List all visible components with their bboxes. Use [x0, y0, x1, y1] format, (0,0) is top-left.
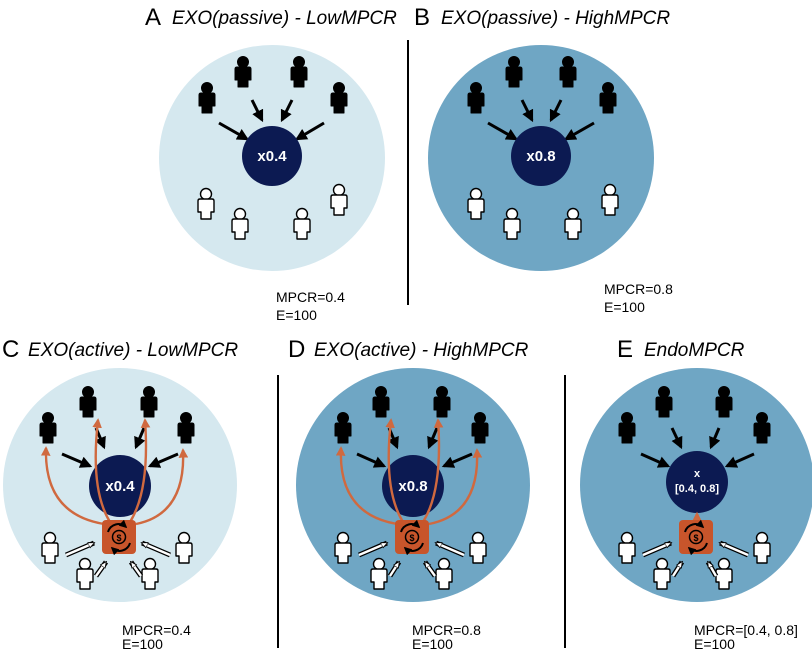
institution-box: $ — [102, 519, 136, 556]
panel-c-mpcr: MPCR=0.4 — [122, 622, 191, 638]
noncontributor-icon — [330, 183, 348, 216]
noncontributor-icon — [715, 557, 733, 590]
panel-a-letter: A — [145, 4, 161, 31]
panel-d: D EXO(active) - HighMPCR x0.8 $ — [288, 336, 530, 651]
svg-text:$: $ — [116, 533, 121, 543]
panel-e-letter: E — [617, 336, 633, 363]
panel-d-letter: D — [288, 336, 305, 363]
noncontributor-icon — [469, 531, 487, 564]
panel-e-e: E=100 — [694, 636, 735, 651]
panel-e: E EndoMPCR x [0.4, 0.8] $ — [580, 336, 812, 651]
panel-c: C EXO(active) - LowMPCR x0.4 $ — [2, 336, 238, 651]
panel-c-e: E=100 — [122, 636, 163, 651]
panel-e-multiplier-range: [0.4, 0.8] — [675, 483, 719, 495]
panel-b-letter: B — [414, 4, 430, 31]
panel-b-title: EXO(passive) - HighMPCR — [441, 8, 670, 29]
panel-d-title: EXO(active) - HighMPCR — [314, 340, 529, 361]
noncontributor-icon — [197, 187, 215, 220]
panel-a-mpcr: MPCR=0.4 — [276, 289, 345, 305]
noncontributor-icon — [231, 207, 249, 240]
panel-a: A EXO(passive) - LowMPCR x0.4 MPCR=0.4 E… — [145, 4, 397, 323]
panel-c-title: EXO(active) - LowMPCR — [28, 340, 238, 361]
noncontributor-icon — [753, 531, 771, 564]
noncontributor-icon — [467, 187, 485, 220]
panel-e-multiplier-x: x — [694, 468, 701, 480]
panel-e-mpcr: MPCR=[0.4, 0.8] — [694, 622, 798, 638]
noncontributor-icon — [370, 557, 388, 590]
panel-b: B EXO(passive) - HighMPCR x0.8 MPCR=0.8 … — [414, 4, 673, 315]
noncontributor-icon — [564, 207, 582, 240]
panel-d-mpcr: MPCR=0.8 — [412, 622, 481, 638]
noncontributor-icon — [175, 531, 193, 564]
panel-e-title: EndoMPCR — [644, 340, 745, 361]
noncontributor-icon — [503, 207, 521, 240]
noncontributor-icon — [41, 531, 59, 564]
svg-text:$: $ — [409, 533, 414, 543]
noncontributor-icon — [76, 557, 94, 590]
institution-box: $ — [679, 519, 713, 556]
public-pool — [666, 451, 728, 513]
panel-b-mpcr: MPCR=0.8 — [604, 281, 673, 297]
svg-text:$: $ — [693, 533, 698, 543]
public-pool — [382, 455, 444, 517]
public-pool — [242, 126, 302, 186]
noncontributor-icon — [334, 531, 352, 564]
panel-d-e: E=100 — [412, 636, 453, 651]
public-pool — [511, 126, 571, 186]
public-pool — [89, 455, 151, 517]
panel-a-e: E=100 — [276, 307, 317, 323]
panel-a-multiplier: x0.4 — [257, 148, 287, 165]
panel-d-multiplier: x0.8 — [398, 478, 427, 495]
noncontributor-icon — [653, 557, 671, 590]
panel-a-title: EXO(passive) - LowMPCR — [172, 8, 397, 29]
panel-b-multiplier: x0.8 — [526, 148, 555, 165]
institution-box: $ — [395, 519, 429, 556]
panel-b-e: E=100 — [604, 299, 645, 315]
noncontributor-icon — [141, 557, 159, 590]
panel-c-letter: C — [2, 336, 19, 363]
noncontributor-icon — [618, 531, 636, 564]
panel-c-multiplier: x0.4 — [105, 478, 135, 495]
noncontributor-icon — [293, 207, 311, 240]
noncontributor-icon — [601, 183, 619, 216]
noncontributor-icon — [435, 557, 453, 590]
